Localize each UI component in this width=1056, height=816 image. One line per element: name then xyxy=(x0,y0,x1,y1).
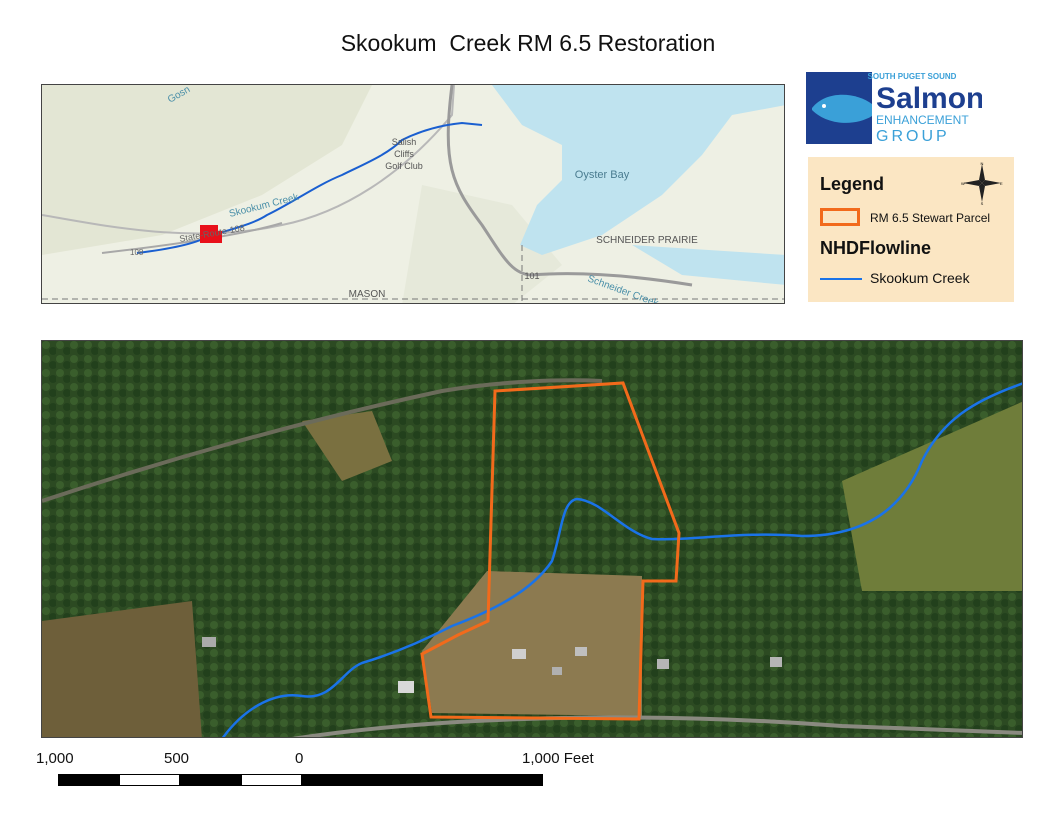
salmon-eye xyxy=(822,104,826,108)
label-golf-3: Golf Club xyxy=(385,161,423,171)
legend-panel: Legend N S W E RM 6.5 Stewart Parcel NHD… xyxy=(808,157,1014,302)
site-location-marker xyxy=(210,231,222,243)
scale-bar: 1,000 500 0 1,000 Feet xyxy=(36,750,640,800)
salmon-icon xyxy=(812,94,872,123)
flowline-legend-title: NHDFlowline xyxy=(820,238,931,258)
detail-map-canvas xyxy=(42,341,1022,737)
logo-sub-text: ENHANCEMENT xyxy=(876,113,969,127)
creek-legend-label: Skookum Creek xyxy=(870,270,970,286)
compass-w: W xyxy=(961,181,965,186)
compass-e: E xyxy=(1000,181,1003,186)
overview-map[interactable]: Gosn Salish Cliffs Golf Club Oyster Bay … xyxy=(41,84,785,304)
building xyxy=(657,659,669,669)
scale-label-0: 0 xyxy=(295,750,304,767)
compass-s: S xyxy=(981,201,984,205)
label-schneider-prairie: SCHNEIDER PRAIRIE xyxy=(596,235,698,246)
building xyxy=(202,637,216,647)
map-title: Skookum Creek RM 6.5 Restoration xyxy=(340,30,716,56)
label-highway-101: 101 xyxy=(524,271,539,281)
overview-map-canvas: Gosn Salish Cliffs Golf Club Oyster Bay … xyxy=(42,85,784,303)
label-golf-1: Salish xyxy=(392,137,417,147)
open-field xyxy=(42,601,202,737)
scale-segment xyxy=(241,774,302,786)
highway-101 xyxy=(446,85,693,287)
label-oyster-bay: Oyster Bay xyxy=(575,169,630,181)
scale-label-1000-left: 1,000 xyxy=(36,750,74,767)
parcel-legend-swatch xyxy=(820,208,860,226)
legend-title: Legend xyxy=(820,174,885,194)
scale-label-1000-feet: 1,000 Feet xyxy=(522,750,594,767)
building xyxy=(552,667,562,675)
oyster-bay-water xyxy=(492,85,784,255)
building xyxy=(398,681,414,693)
scale-label-500: 500 xyxy=(164,750,190,767)
building xyxy=(770,657,782,667)
inlet-water xyxy=(632,245,784,285)
compass-n: N xyxy=(981,161,984,166)
parcel-legend-label: RM 6.5 Stewart Parcel xyxy=(870,211,991,225)
scale-segment xyxy=(58,774,119,786)
skookum-creek-line xyxy=(221,382,1022,737)
rail-line xyxy=(42,378,603,503)
clearing xyxy=(302,411,392,481)
salmon-enhancement-group-logo: SOUTH PUGET SOUND Salmon ENHANCEMENT GRO… xyxy=(806,70,984,145)
detail-aerial-map[interactable] xyxy=(41,340,1023,738)
label-route-shield: 108 xyxy=(130,248,144,257)
logo-graphic: SOUTH PUGET SOUND Salmon ENHANCEMENT GRO… xyxy=(806,72,984,145)
logo-top-text: SOUTH PUGET SOUND xyxy=(868,72,957,81)
north-arrow-icon: N S W E xyxy=(961,161,1003,205)
logo-main-text: Salmon xyxy=(876,82,982,115)
scale-segment xyxy=(119,774,180,786)
building xyxy=(575,647,587,656)
building xyxy=(512,649,526,659)
scale-segment xyxy=(302,774,543,786)
pasture-field xyxy=(842,401,1022,591)
scale-segment xyxy=(180,774,241,786)
road xyxy=(42,85,455,235)
logo-bottom-text: GROUP xyxy=(876,128,950,144)
creek-legend-swatch xyxy=(820,278,862,280)
terrain-shade xyxy=(42,85,372,255)
open-field xyxy=(422,571,642,716)
label-mason: MASON xyxy=(349,289,386,300)
stewart-parcel-boundary[interactable] xyxy=(420,381,681,721)
label-golf-2: Cliffs xyxy=(394,149,414,159)
